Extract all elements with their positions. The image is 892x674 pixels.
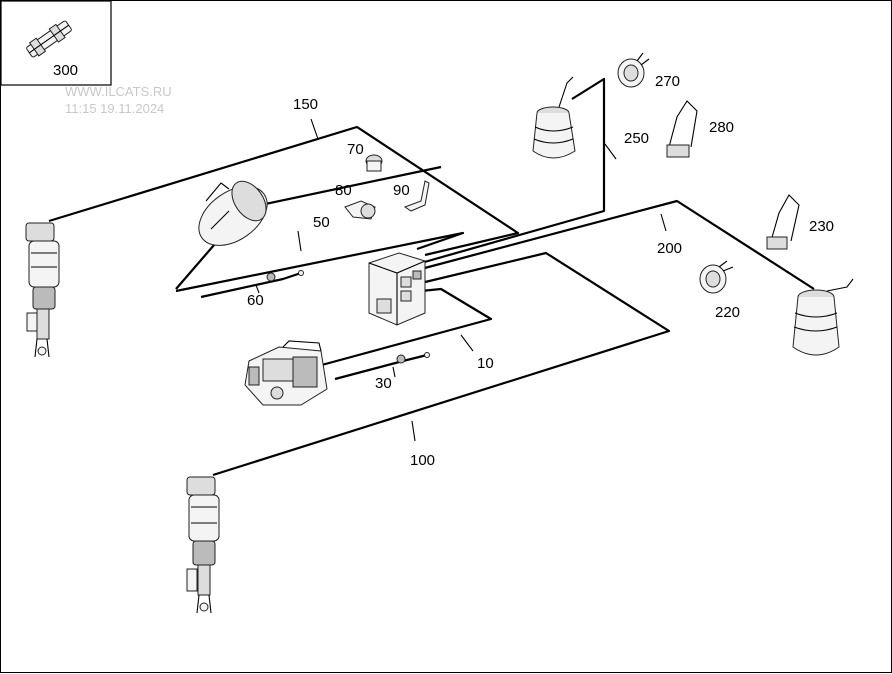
callout-60[interactable]: 60 [247,292,264,309]
part-valve-block[interactable] [368,252,426,326]
inset-box-300 [1,1,112,86]
watermark-timestamp: 11:15 19.11.2024 [65,101,164,116]
callout-220[interactable]: 220 [715,304,740,321]
part-reservoir[interactable] [188,175,278,258]
line-250 [420,77,606,265]
part-front-right-strut[interactable] [186,476,220,614]
callout-50[interactable]: 50 [313,214,330,231]
part-90[interactable] [403,180,430,212]
part-30-connector[interactable] [396,352,430,364]
callout-90[interactable]: 90 [393,182,410,199]
part-60-connector[interactable] [266,270,304,282]
callout-250[interactable]: 250 [624,130,649,147]
part-280[interactable] [666,100,698,158]
line-60 [200,271,302,299]
callout-230[interactable]: 230 [809,218,834,235]
callout-100[interactable]: 100 [410,452,435,469]
callout-150[interactable]: 150 [293,96,318,113]
callout-270[interactable]: 270 [655,73,680,90]
part-230[interactable] [766,194,800,250]
callout-200[interactable]: 200 [657,240,682,257]
callout-10[interactable]: 10 [477,355,494,372]
part-rear-right-air-spring[interactable] [792,278,854,356]
callout-30[interactable]: 30 [375,375,392,392]
line-200 [420,199,815,290]
callout-70[interactable]: 70 [347,141,364,158]
line-150 [48,125,520,257]
line-10 [306,287,493,371]
part-rear-left-air-spring[interactable] [532,76,576,159]
part-front-left-strut[interactable] [25,222,60,358]
watermark-site: WWW.ILCATS.RU [65,84,172,99]
callout-80[interactable]: 80 [335,182,352,199]
part-70[interactable] [365,154,383,172]
part-270[interactable] [617,52,650,88]
part-80[interactable] [344,200,376,220]
line-100 [212,251,671,477]
part-300-connector[interactable] [25,19,73,60]
callout-300[interactable]: 300 [53,62,78,79]
part-compressor[interactable] [244,340,328,406]
part-220[interactable] [699,260,734,294]
callout-280[interactable]: 280 [709,119,734,136]
line-50b [175,231,465,293]
